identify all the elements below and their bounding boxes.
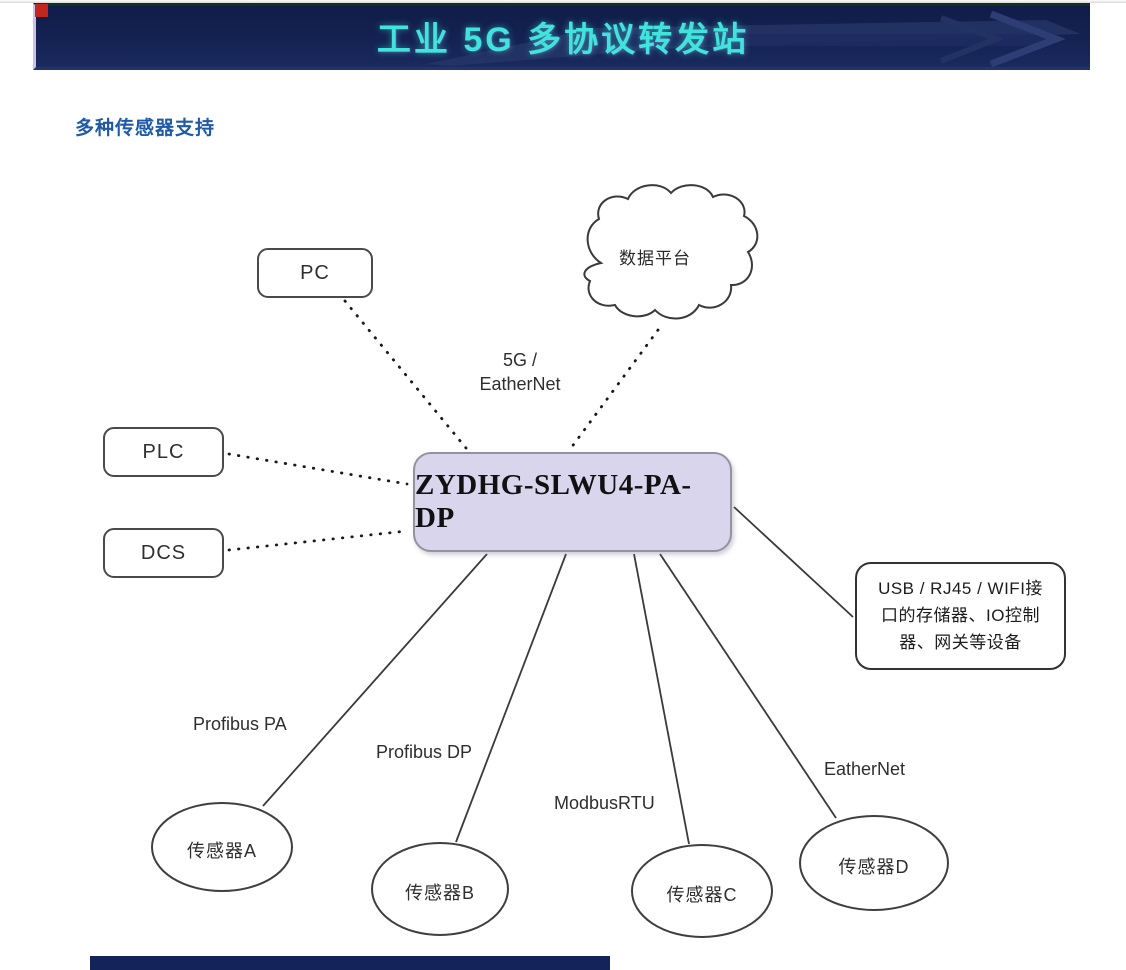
edge-gateway-sensor-a — [262, 553, 488, 807]
cloud-shape — [583, 184, 759, 320]
edge-gateway-sensor-d — [659, 553, 837, 819]
node-gateway: ZYDHG-SLWU4-PA-DP — [413, 452, 732, 552]
corner-accent-square — [35, 4, 48, 17]
cloud-label: 数据平台 — [619, 249, 691, 268]
edge-label-profibus-pa: Profibus PA — [193, 714, 287, 734]
node-pc: PC — [257, 248, 373, 298]
sensor-d-label: 传感器D — [838, 857, 910, 877]
edge-gateway-devices — [733, 506, 854, 618]
node-dcs-label: DCS — [140, 541, 187, 564]
sensor-a-label: 传感器A — [186, 841, 257, 861]
edge-label-eathernet: EatherNet — [824, 759, 906, 779]
uplink-label: 5G / EatherNet — [450, 348, 590, 396]
banner-chevron2-icon — [939, 15, 1005, 64]
node-devices-line3: 器、网关等设备 — [899, 633, 1022, 652]
banner-swoosh-decoration — [426, 10, 1081, 67]
edge-gateway-sensor-b — [455, 553, 567, 843]
sensor-b-label: 传感器B — [404, 883, 475, 903]
edge-plc-gateway — [227, 452, 409, 486]
sensor-b-ellipse — [371, 842, 509, 936]
edge-label-modbusrtu: ModbusRTU — [554, 793, 655, 813]
node-plc-label: PLC — [142, 440, 185, 463]
node-pc-label: PC — [300, 261, 330, 284]
sensor-d-ellipse — [799, 815, 949, 911]
banner-band — [576, 34, 1046, 46]
sensor-c-ellipse — [631, 844, 773, 938]
edge-label-profibus-dp: Profibus DP — [376, 742, 473, 762]
edge-pc-gateway — [343, 299, 468, 450]
header-banner: 工业 5G 多协议转发站 — [33, 3, 1090, 70]
node-plc: PLC — [103, 427, 224, 477]
edge-gateway-sensor-c — [633, 553, 690, 845]
node-gateway-label: ZYDHG-SLWU4-PA-DP — [415, 469, 692, 534]
uplink-label-line1: 5G / — [502, 350, 537, 370]
edge-cloud-gateway — [569, 328, 660, 450]
sensor-c-label: 传感器C — [666, 885, 738, 905]
page-title: 工业 5G 多协议转发站 — [376, 21, 750, 59]
node-devices-line1: USB / RJ45 / WIFI接 — [878, 579, 1043, 598]
banner-chevron-icon — [989, 10, 1066, 67]
uplink-label-line2: EatherNet — [479, 374, 561, 394]
top-rule — [0, 0, 1126, 3]
edge-dcs-gateway — [227, 529, 409, 552]
section-title: 多种传感器支持 — [75, 118, 216, 139]
node-devices-line2: 口的存储器、IO控制 — [881, 606, 1040, 625]
sensor-a-ellipse — [151, 802, 293, 892]
node-dcs: DCS — [103, 528, 224, 578]
footer-bar — [90, 956, 610, 970]
node-devices: USB / RJ45 / WIFI接 口的存储器、IO控制 器、网关等设备 — [855, 562, 1066, 670]
